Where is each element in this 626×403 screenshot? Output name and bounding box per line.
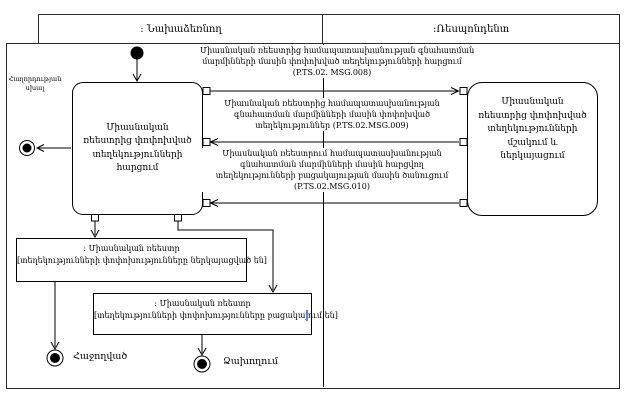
error-label-line-1: Հաղորդության — [8, 75, 62, 83]
msg009-line-3: տեղեկություններ (P.TS.02.MSG.009) — [255, 121, 409, 131]
arrowhead-down-icon — [268, 284, 278, 294]
msg010-line-1: Միասնական ռեեստրում համապատասխանության — [222, 149, 442, 158]
msg009-line-2: գնահատման մարմինների մասին փոփոխված — [234, 110, 430, 120]
failure-final-label: Ձախողում — [223, 356, 279, 367]
message-label-msg008: Միասնական ռեեստրից համապատասխանության գն… — [200, 45, 475, 79]
msg009-line-1: Միասնական ռեեստրից համապատասխանության — [224, 99, 440, 108]
lane-header-respondent-label: :Ռեսպոնդենտ — [432, 23, 510, 35]
activity-process-present-info: Միասնական ռեեստրից փոփոխված տեղեկություն… — [467, 82, 598, 216]
left-activity-line-4: հարցում — [116, 163, 159, 173]
success-final-label: Հաջողված — [73, 351, 128, 362]
msg008-line-3: (P.TS.02. MSG.008) — [292, 68, 372, 78]
lane-header-initiator: : Նախաձեռնող — [38, 14, 324, 44]
left-activity-line-1: Միասնական — [106, 122, 169, 133]
pin-out-msg009 — [459, 138, 468, 146]
lane-header-initiator-label: : Նախաձեռնող — [140, 23, 222, 35]
object-node-register-presented: : Միասնական ռեեստր [տեղեկությունների փոփ… — [16, 238, 267, 282]
object-node-register-absent: : Միասնական ռեեստր [տեղեկությունների փոփ… — [93, 293, 338, 335]
pin-out-msg008 — [202, 87, 211, 95]
lane-header-respondent: :Ռեսպոնդենտ — [322, 14, 620, 44]
msg010-line-4: (P.TS.02.MSG.010) — [294, 182, 370, 192]
pin-out-object1 — [91, 213, 99, 222]
msg008-line-1: Միասնական ռեեստրից համապատասխանության գն… — [200, 46, 475, 55]
success-final-node-core — [50, 353, 60, 363]
right-activity-line-2: ռեեստրից փոփոխված — [478, 110, 587, 121]
pin-in-msg008 — [459, 87, 468, 95]
right-activity-line-3: տեղեկությունների — [487, 124, 578, 134]
left-activity-line-2: ռեեստրից փոփոխված — [83, 136, 192, 146]
right-activity-line-5: ներկայացում — [500, 151, 565, 161]
right-activity-line-1: Միասնական — [501, 97, 564, 107]
text-caret-artifact — [306, 310, 308, 321]
error-label: Հաղորդության սխալ — [2, 75, 68, 93]
arrowhead-down-icon — [90, 229, 100, 239]
pin-in-msg010 — [202, 199, 211, 207]
left-activity-line-3: տեղեկությունների — [92, 149, 183, 160]
msg008-line-2: մարմինների մասին փոփոխված տեղեկություննե… — [202, 57, 462, 67]
object2-state: [տեղեկությունների փոփոխությունները բացակ… — [94, 310, 338, 320]
msg010-line-3: տեղեկությունների բացակայության մասին ծան… — [215, 171, 449, 181]
msg010-line-2: գնահատման մարմինների մասին հարցվող — [240, 160, 424, 170]
object1-state: [տեղեկությունների փոփոխությունները ներկա… — [17, 255, 267, 265]
message-label-msg009: Միասնական ռեեստրից համապատասխանության գն… — [208, 98, 456, 132]
object2-title: : Միասնական ռեեստր — [154, 299, 251, 308]
flow-to-object2 — [177, 221, 274, 290]
right-activity-line-4: մշակում և — [507, 137, 558, 148]
pin-in-msg009 — [202, 138, 211, 146]
arrowhead-down-icon — [197, 347, 207, 357]
failure-final-node-core — [197, 359, 207, 369]
pin-out-object2 — [174, 213, 182, 222]
message-label-msg010: Միասնական ռեեստրում համապատասխանության գ… — [200, 148, 464, 193]
error-final-node-core — [22, 143, 32, 153]
arrowhead-down-icon — [132, 73, 142, 83]
pin-out-msg010 — [459, 199, 468, 207]
arrowhead-right-icon — [450, 87, 460, 95]
error-label-line-2: սխալ — [25, 84, 45, 93]
initial-node-icon — [130, 46, 144, 60]
arrowhead-left-icon — [35, 144, 45, 152]
arrowhead-down-icon — [50, 341, 60, 351]
object1-title: : Միասնական ռեեստր — [83, 244, 180, 253]
activity-request-changed-info: Միասնական ռեեստրից փոփոխված տեղեկություն… — [72, 82, 203, 215]
